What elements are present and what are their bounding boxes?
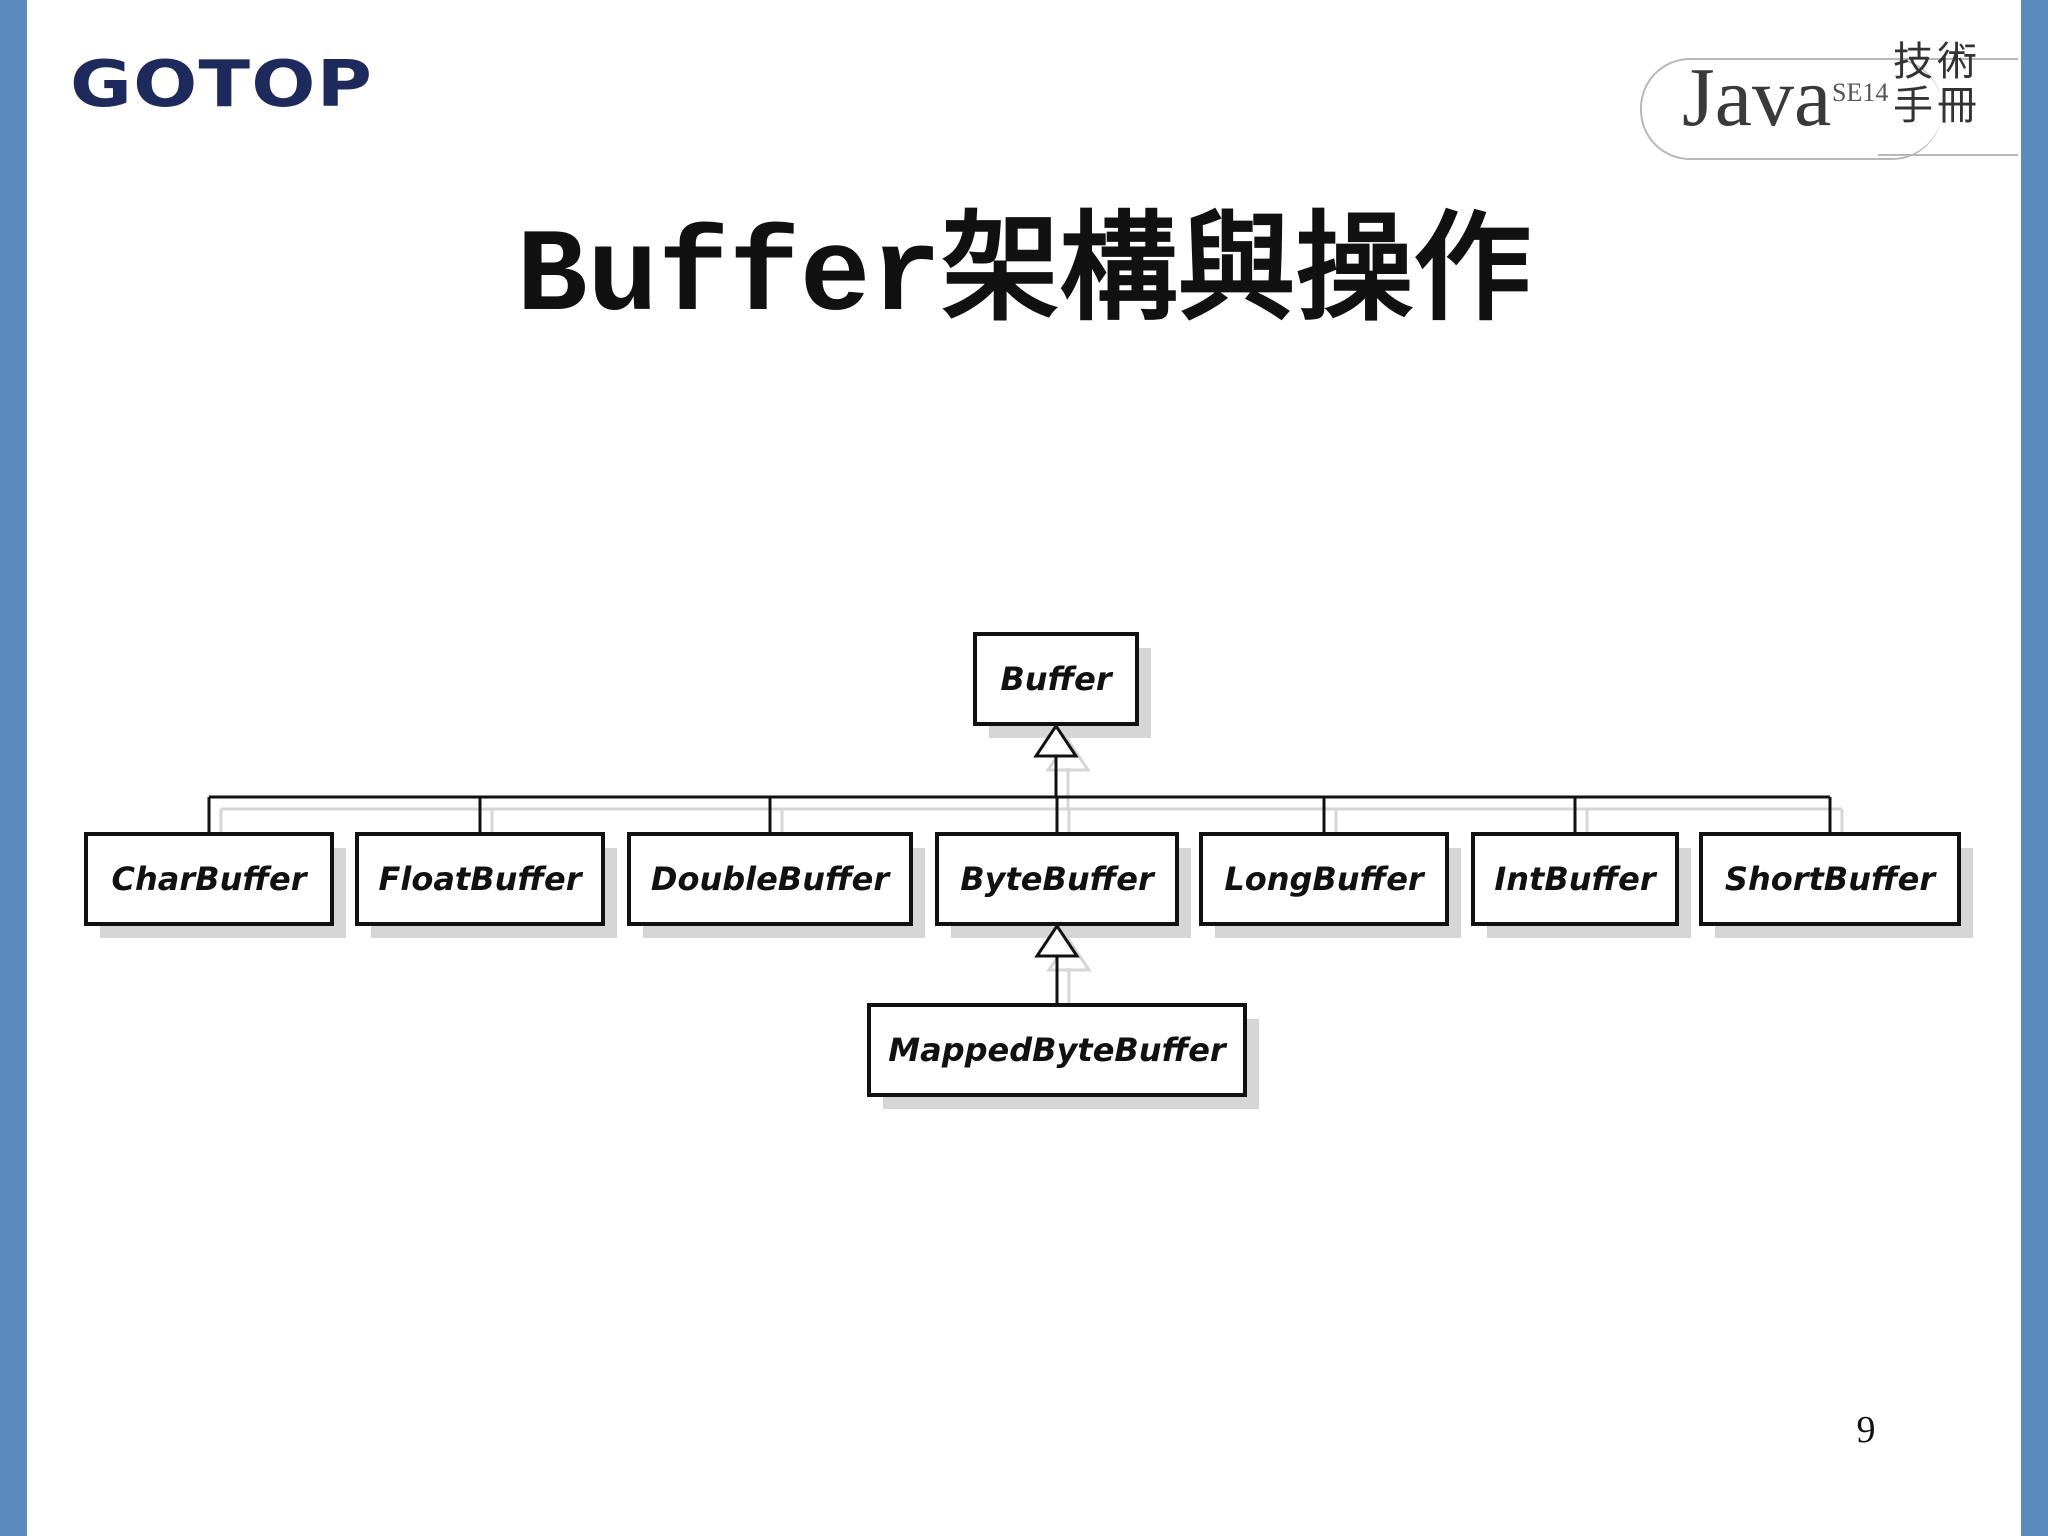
class-box-buffer <box>973 632 1139 726</box>
book-logo-cjk-text: 技術手冊 <box>1893 39 1981 129</box>
book-logo-java-text: Java <box>1682 51 1832 144</box>
class-label-char-buffer: CharBuffer <box>112 860 309 898</box>
left-accent-bar <box>0 0 27 1536</box>
class-label-short-buffer: ShortBuffer <box>1725 860 1937 898</box>
class-box-byte-buffer <box>935 832 1179 926</box>
right-accent-bar <box>2021 0 2048 1536</box>
inheritance-lines <box>207 723 1832 1005</box>
book-logo-edition: SE14 <box>1832 78 1889 108</box>
class-box-float-buffer <box>355 832 605 926</box>
book-logo-rule-bottom <box>1878 154 2018 156</box>
class-label-long-buffer: LongBuffer <box>1224 860 1426 898</box>
book-logo-oval <box>1640 58 1942 160</box>
class-label-int-buffer: IntBuffer <box>1494 860 1658 898</box>
book-logo-rule-top <box>1878 58 2018 60</box>
gotop-logo: GOTOP <box>70 48 374 122</box>
class-label-float-buffer: FloatBuffer <box>379 860 584 898</box>
class-box-long-buffer <box>1199 832 1449 926</box>
slide-title: Buffer架構與操作 <box>516 212 1532 345</box>
java-book-logo: Java SE14 技術手冊 <box>1636 40 2021 180</box>
class-label-mapped-byte-buffer: MappedByteBuffer <box>888 1031 1228 1069</box>
class-box-mapped-byte-buffer <box>867 1003 1247 1097</box>
class-box-double-buffer <box>627 832 913 926</box>
class-label-double-buffer: DoubleBuffer <box>651 860 891 898</box>
class-label-byte-buffer: ByteBuffer <box>960 860 1156 898</box>
class-box-short-buffer <box>1699 832 1961 926</box>
class-box-int-buffer <box>1471 832 1679 926</box>
class-label-buffer: Buffer <box>1000 660 1114 698</box>
class-box-char-buffer <box>84 832 334 926</box>
page-number: 9 <box>1856 1409 1876 1451</box>
